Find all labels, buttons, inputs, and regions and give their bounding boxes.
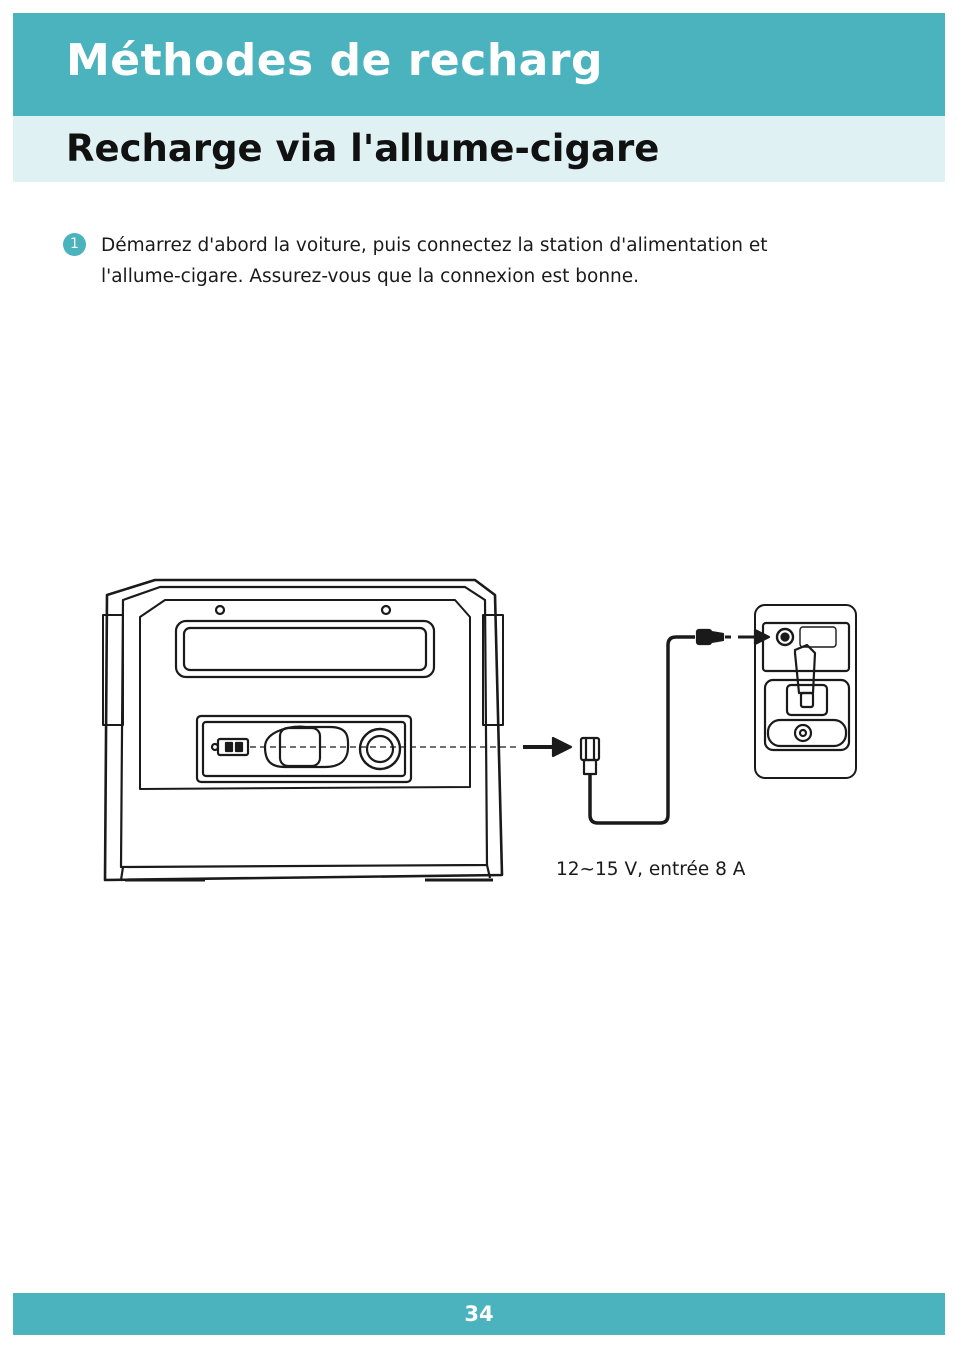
step-text: Démarrez d'abord la voiture, puis connec… (101, 230, 841, 292)
page-number: 34 (13, 1293, 945, 1335)
arrow-right-icon (523, 738, 571, 756)
charging-spec-caption: 12~15 V, entrée 8 A (556, 859, 745, 880)
charging-illustration (95, 575, 870, 895)
header-band: Méthodes de recharg (13, 13, 945, 116)
subheader-band: Recharge via l'allume-cigare (13, 116, 945, 182)
page-title: Méthodes de recharg (66, 39, 603, 83)
step-number-badge: 1 (63, 233, 86, 256)
section-title: Recharge via l'allume-cigare (66, 130, 659, 167)
footer-band: 34 (13, 1293, 945, 1335)
power-station-icon (103, 580, 503, 880)
car-cigarette-socket-icon (755, 605, 856, 778)
car-charging-cable-icon (581, 630, 731, 823)
arrow-right-icon (738, 630, 769, 644)
